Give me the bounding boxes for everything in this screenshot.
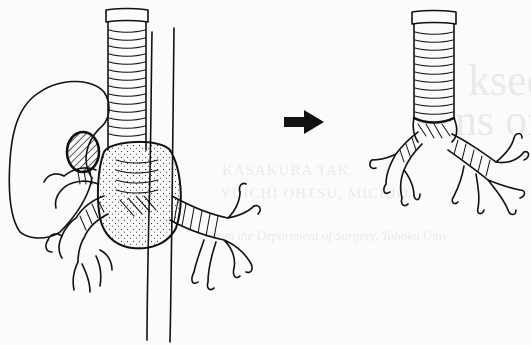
trachea-after [412, 11, 456, 119]
resection-block [98, 142, 181, 248]
panel-before [9, 9, 260, 343]
trachea [106, 9, 148, 151]
right-bronchus [170, 183, 260, 289]
panel-after [370, 11, 529, 215]
tumour-hatched [67, 132, 99, 172]
left-bronchus-after [370, 132, 422, 206]
anastomosis [413, 118, 457, 142]
right-arrow-icon [284, 110, 324, 134]
right-bronchus-after [448, 134, 529, 215]
